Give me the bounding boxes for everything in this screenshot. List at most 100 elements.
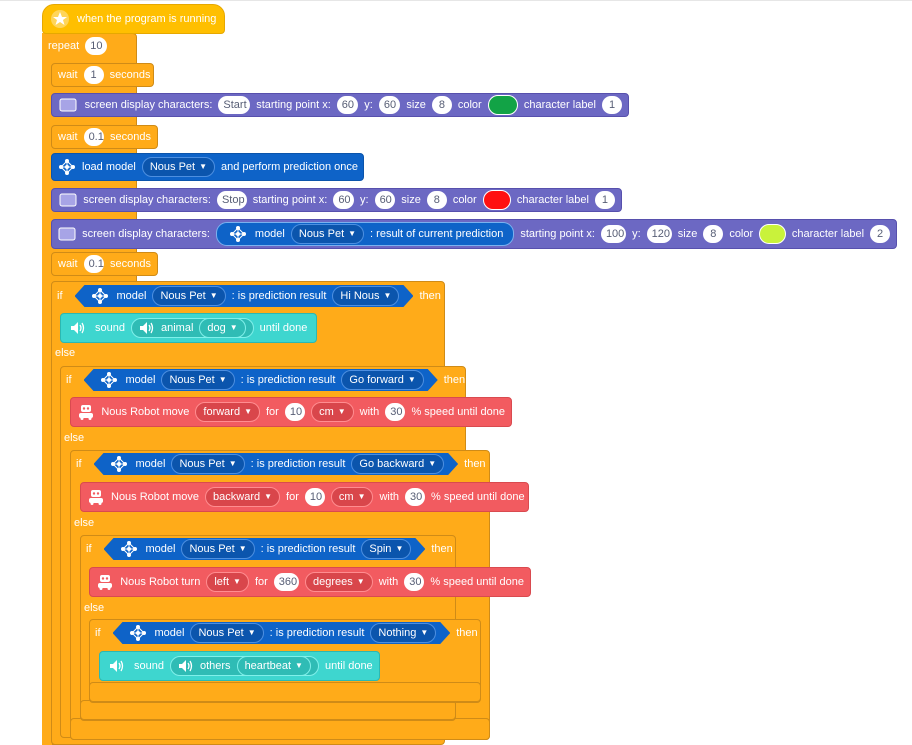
x-input[interactable]: 100 xyxy=(600,225,627,243)
size-label: size xyxy=(406,99,426,111)
wait-2-input[interactable]: 0.1 xyxy=(83,128,105,146)
speed-input[interactable]: 30 xyxy=(385,403,406,421)
wait-unit: seconds xyxy=(110,258,151,270)
robot-turn-block[interactable]: Nous Robot turn left▼ for 360 degrees▼ w… xyxy=(89,567,531,597)
robot-turn-label: Nous Robot turn xyxy=(120,576,201,588)
prediction-condition-4[interactable]: model Nous Pet▼ : is prediction result S… xyxy=(104,538,426,560)
result-dropdown-value: Go forward xyxy=(349,374,404,386)
else-text: else xyxy=(55,347,76,359)
when-program-running-block[interactable]: when the program is running xyxy=(42,4,225,34)
display-text-input[interactable]: Stop xyxy=(216,191,247,209)
chevron-down-icon: ▼ xyxy=(264,492,273,501)
unit-dropdown[interactable]: cm▼ xyxy=(330,487,374,507)
sound-dropdown[interactable]: dog▼ xyxy=(199,318,246,338)
result-dropdown[interactable]: Go backward▼ xyxy=(351,454,444,474)
model-dropdown[interactable]: Nous Pet▼ xyxy=(141,157,215,177)
chevron-down-icon: ▼ xyxy=(218,375,227,384)
prediction-result-reporter[interactable]: model Nous Pet▼ : result of current pred… xyxy=(215,222,515,246)
result-dropdown-value: Nothing xyxy=(378,627,417,639)
size-label: size xyxy=(677,228,698,240)
for-label: for xyxy=(266,406,279,418)
speed-input[interactable]: 30 xyxy=(404,573,425,591)
for-label: for xyxy=(254,576,268,588)
else-label-2: else xyxy=(60,429,100,447)
wait-label: wait xyxy=(58,258,78,270)
display-text-input[interactable]: Start xyxy=(218,96,251,114)
load-suffix: and perform prediction once xyxy=(221,161,358,173)
prediction-condition-1[interactable]: model Nous Pet▼ : is prediction result H… xyxy=(75,285,414,307)
result-dropdown[interactable]: Spin▼ xyxy=(361,539,411,559)
color-swatch-lime[interactable] xyxy=(759,224,786,244)
screen-display-block-2[interactable]: screen display characters: Stop starting… xyxy=(51,188,622,212)
color-swatch-red[interactable] xyxy=(482,190,511,210)
prediction-condition-5[interactable]: model Nous Pet▼ : is prediction result N… xyxy=(113,622,451,644)
if-header-2[interactable]: if model Nous Pet▼ : is prediction resul… xyxy=(60,366,466,394)
y-input[interactable]: 60 xyxy=(378,96,401,114)
chevron-down-icon: ▼ xyxy=(357,492,366,501)
wait-unit: seconds xyxy=(109,69,151,81)
model-dropdown-value: Nous Pet xyxy=(149,161,196,173)
prediction-condition-3[interactable]: model Nous Pet▼ : is prediction result G… xyxy=(94,453,459,475)
wait-3-input[interactable]: 0.1 xyxy=(83,255,105,273)
size-input[interactable]: 8 xyxy=(431,96,452,114)
screen-display-block-3[interactable]: screen display characters: model Nous Pe… xyxy=(51,219,897,249)
char-label-input[interactable]: 1 xyxy=(594,191,615,209)
robot-move-block-2[interactable]: Nous Robot move backward▼ for 10 cm▼ wit… xyxy=(80,482,529,512)
x-input[interactable]: 60 xyxy=(336,96,359,114)
speed-input[interactable]: 30 xyxy=(405,488,426,506)
model-dropdown[interactable]: Nous Pet▼ xyxy=(290,224,365,244)
wait-block-3[interactable]: wait 0.1 seconds xyxy=(51,252,158,276)
sound-dropdown[interactable]: heartbeat▼ xyxy=(236,656,311,676)
turn-direction-dropdown[interactable]: left▼ xyxy=(206,572,249,592)
sound-block-1[interactable]: sound animal dog▼ until done xyxy=(60,313,317,343)
robot-move-label: Nous Robot move xyxy=(111,491,200,503)
chevron-down-icon: ▼ xyxy=(383,291,392,300)
x-input[interactable]: 60 xyxy=(333,191,354,209)
distance-input[interactable]: 10 xyxy=(304,488,325,506)
sound-category-reporter[interactable]: others heartbeat▼ xyxy=(169,656,319,676)
size-input[interactable]: 8 xyxy=(426,191,447,209)
result-dropdown[interactable]: Go forward▼ xyxy=(341,370,423,390)
color-swatch-green[interactable] xyxy=(487,95,518,115)
unit-dropdown[interactable]: cm▼ xyxy=(311,402,354,422)
char-label-input[interactable]: 2 xyxy=(870,225,891,243)
chevron-down-icon: ▼ xyxy=(233,577,241,586)
model-dropdown[interactable]: Nous Pet▼ xyxy=(171,454,244,474)
chevron-down-icon: ▼ xyxy=(247,628,256,637)
robot-icon xyxy=(96,571,114,593)
repeat-count-input[interactable]: 10 xyxy=(85,37,108,55)
if-header-3[interactable]: if model Nous Pet▼ : is prediction resul… xyxy=(70,450,490,478)
wait-block-1[interactable]: wait 1 seconds xyxy=(51,63,154,87)
repeat-block[interactable]: repeat 10 xyxy=(42,34,137,58)
direction-dropdown[interactable]: backward▼ xyxy=(205,487,281,507)
model-dropdown[interactable]: Nous Pet▼ xyxy=(181,539,254,559)
model-dropdown[interactable]: Nous Pet▼ xyxy=(152,286,225,306)
wait-1-input[interactable]: 1 xyxy=(83,66,104,84)
with-label: with xyxy=(379,491,400,503)
distance-input[interactable]: 10 xyxy=(284,403,306,421)
if-header-4[interactable]: if model Nous Pet▼ : is prediction resul… xyxy=(80,535,456,563)
result-dropdown-value: Go backward xyxy=(359,458,425,470)
y-input[interactable]: 60 xyxy=(374,191,396,209)
sound-block-2[interactable]: sound others heartbeat▼ until done xyxy=(99,651,380,681)
sound-category-reporter[interactable]: animal dog▼ xyxy=(130,318,254,338)
if-header-5[interactable]: if model Nous Pet▼ : is prediction resul… xyxy=(89,619,481,647)
degrees-input[interactable]: 360 xyxy=(273,573,300,591)
robot-move-block-1[interactable]: Nous Robot move forward▼ for 10 cm▼ with… xyxy=(70,397,512,427)
model-dropdown[interactable]: Nous Pet▼ xyxy=(161,370,234,390)
size-input[interactable]: 8 xyxy=(703,225,724,243)
y-input[interactable]: 120 xyxy=(646,225,672,243)
result-dropdown[interactable]: Nothing▼ xyxy=(370,623,436,643)
prediction-condition-2[interactable]: model Nous Pet▼ : is prediction result G… xyxy=(84,369,438,391)
wait-block-2[interactable]: wait 0.1 seconds xyxy=(51,125,158,149)
turn-unit-dropdown[interactable]: degrees▼ xyxy=(305,572,373,592)
direction-dropdown[interactable]: forward▼ xyxy=(195,402,260,422)
model-dropdown[interactable]: Nous Pet▼ xyxy=(190,623,263,643)
char-label-input[interactable]: 1 xyxy=(602,96,622,114)
result-dropdown[interactable]: Hi Nous▼ xyxy=(332,286,399,306)
sound-dropdown-value: dog xyxy=(207,322,226,334)
if-header-1[interactable]: if model Nous Pet▼ : is prediction resul… xyxy=(51,282,445,310)
load-model-block[interactable]: load model Nous Pet▼ and perform predict… xyxy=(51,153,364,181)
wait-label: wait xyxy=(58,131,78,143)
screen-display-block-1[interactable]: screen display characters: Start startin… xyxy=(51,93,629,117)
